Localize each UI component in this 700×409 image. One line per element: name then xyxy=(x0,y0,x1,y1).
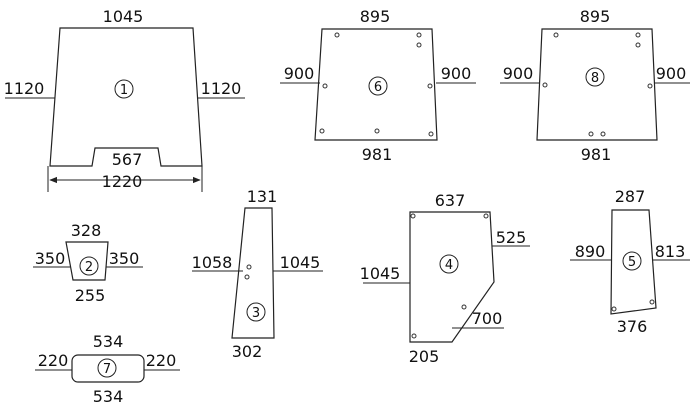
panel-6-hole xyxy=(416,42,422,48)
panel-8-hole xyxy=(600,131,606,137)
panel-8-hole xyxy=(588,131,594,137)
panel-5-right-dim: 813 xyxy=(655,242,686,261)
panel-6-hole xyxy=(416,32,422,38)
panel-1-number: 1 xyxy=(120,83,128,98)
panel-6-hole xyxy=(428,131,434,137)
panel-7: 534 220 220 534 7 xyxy=(35,332,180,406)
panel-2-right-dim: 350 xyxy=(109,249,140,268)
panel-8: 895 900 900 981 8 xyxy=(500,7,690,164)
panel-8-bottom-dim: 981 xyxy=(581,145,612,164)
panel-6-hole xyxy=(319,128,325,134)
panel-7-number-badge xyxy=(97,358,117,378)
panel-7-bottom-dim: 534 xyxy=(93,387,124,406)
panel-1: 1045 1120 1120 567 1220 1 xyxy=(4,7,245,192)
panel-1-left-dim: 1120 xyxy=(4,79,45,98)
panel-8-hole xyxy=(635,32,641,38)
panel-5-left-dim: 890 xyxy=(575,242,606,261)
panel-5-bottom-dim: 376 xyxy=(617,317,648,336)
panel-2-number: 2 xyxy=(85,260,93,275)
panel-7-left-dim: 220 xyxy=(38,351,69,370)
panel-2-bottom-dim: 255 xyxy=(75,286,106,305)
panel-8-number-badge xyxy=(585,67,605,87)
panel-5: 287 890 813 376 5 xyxy=(570,187,690,336)
panel-4-number-badge xyxy=(439,254,459,274)
panel-3-bottom-dim: 302 xyxy=(232,342,263,361)
panel-8-number: 8 xyxy=(591,71,599,86)
panel-8-hole xyxy=(635,42,641,48)
panel-4-top-dim: 637 xyxy=(435,191,466,210)
panel-6-right-dim: 900 xyxy=(441,64,472,83)
panel-6-left-dim: 900 xyxy=(284,64,315,83)
panel-4-upper-right-dim: 525 xyxy=(496,228,527,247)
panel-6-hole xyxy=(427,83,433,89)
panel-1-notch-dim: 567 xyxy=(112,150,143,169)
panel-4-hole xyxy=(410,213,416,219)
panel-6-hole xyxy=(334,32,340,38)
panel-3-hole xyxy=(246,264,252,270)
panel-1-top-dim: 1045 xyxy=(103,7,144,26)
panel-6-bottom-dim: 981 xyxy=(362,145,393,164)
panel-8-hole xyxy=(647,83,653,89)
panel-2: 328 350 350 255 2 xyxy=(33,221,143,305)
panel-3-top-dim: 131 xyxy=(247,187,278,206)
panel-8-hole xyxy=(553,32,559,38)
panel-8-left-dim: 900 xyxy=(503,64,534,83)
panel-6-hole xyxy=(374,128,380,134)
panel-4-outline xyxy=(409,211,495,343)
panel-7-number: 7 xyxy=(103,362,111,377)
panel-5-hole xyxy=(611,306,617,312)
panel-5-number: 5 xyxy=(628,255,636,270)
panel-4-left-dim: 1045 xyxy=(360,264,401,283)
panel-3-left-dim: 1058 xyxy=(192,253,233,272)
panel-6-hole xyxy=(322,83,328,89)
panel-2-number-badge xyxy=(79,256,99,276)
panel-4-hole xyxy=(483,213,489,219)
panel-8-right-dim: 900 xyxy=(656,64,687,83)
panel-4-hole xyxy=(411,333,417,339)
panel-4-number: 4 xyxy=(445,258,453,273)
panel-3-number: 3 xyxy=(252,306,260,321)
panel-3: 131 1058 1045 302 3 xyxy=(192,187,323,361)
panel-1-overall-dim: 1220 xyxy=(102,172,143,191)
panel-8-hole xyxy=(542,82,548,88)
panel-6-top-dim: 895 xyxy=(360,7,391,26)
panel-1-number-badge xyxy=(114,79,134,99)
panel-6-number-badge xyxy=(368,76,388,96)
panel-7-top-dim: 534 xyxy=(93,332,124,351)
panel-8-top-dim: 895 xyxy=(580,7,611,26)
panel-6-number: 6 xyxy=(374,80,382,95)
panel-4-bottom-dim: 205 xyxy=(409,347,440,366)
panel-4-hole xyxy=(461,304,467,310)
panel-5-hole xyxy=(649,299,655,305)
panel-4: 637 525 1045 700 205 4 xyxy=(360,191,530,366)
panel-5-number-badge xyxy=(622,251,642,271)
panel-2-left-dim: 350 xyxy=(35,249,66,268)
panel-3-outline xyxy=(231,207,275,339)
panel-3-right-dim: 1045 xyxy=(280,253,321,272)
panel-5-top-dim: 287 xyxy=(615,187,646,206)
panel-2-top-dim: 328 xyxy=(71,221,102,240)
panel-3-hole xyxy=(244,274,250,280)
panel-6: 895 900 900 981 6 xyxy=(280,7,476,164)
panel-1-right-dim: 1120 xyxy=(201,79,242,98)
panel-4-lower-right-dim: 700 xyxy=(472,309,503,328)
panel-3-number-badge xyxy=(246,302,266,322)
panel-7-right-dim: 220 xyxy=(146,351,177,370)
